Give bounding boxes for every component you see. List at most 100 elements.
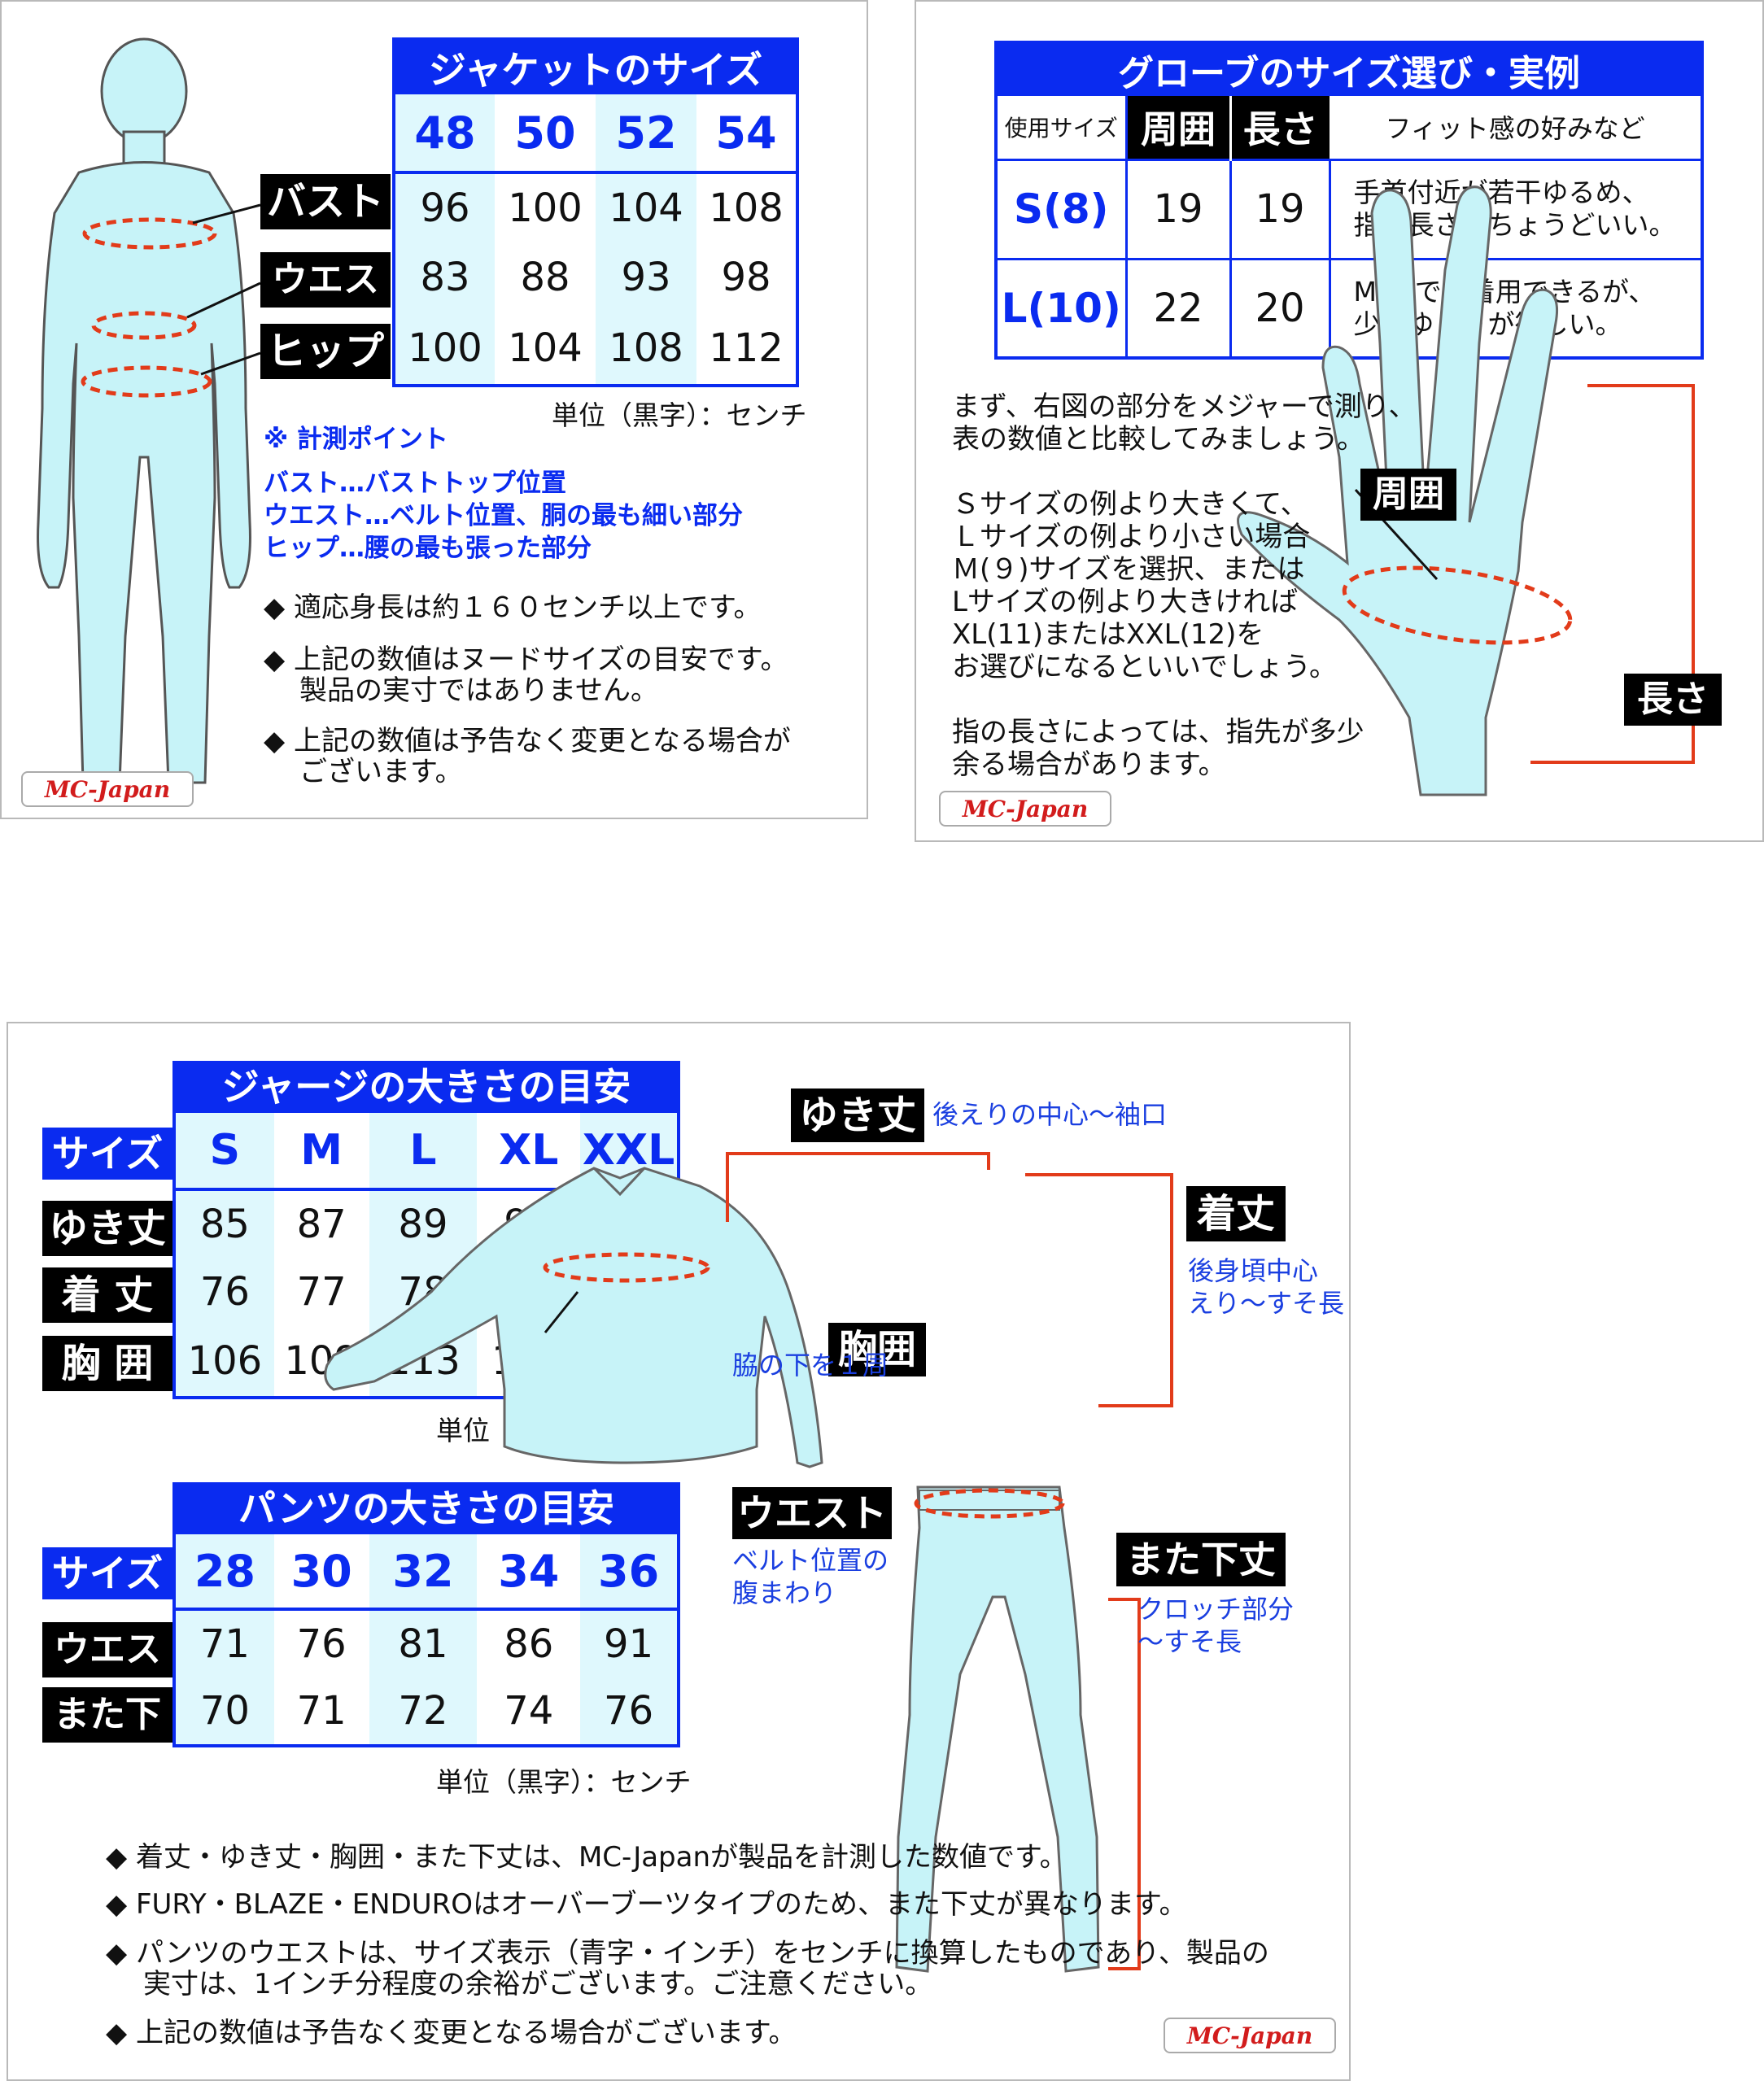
jacket-size-card: バスト ウエスト ヒップ ジャケットのサイズ 48 50 52 54 96 10…	[0, 0, 868, 819]
pants-cell: 91	[580, 1609, 679, 1677]
jacket-cell: 112	[709, 325, 784, 371]
jersey-cell: 77	[296, 1269, 347, 1315]
jacket-bullet-nude-size: ◆ 上記の数値はヌードサイズの目安です。	[264, 643, 788, 676]
glove-text-line: お選びになるといいでしょう。	[952, 651, 1337, 683]
glove-size-l: L(10)	[996, 259, 1128, 358]
pants-cell: 72	[369, 1677, 478, 1746]
jacket-bullet-change-cont: ございます。	[299, 756, 463, 788]
footer-bullet-measured: ◆ 着丈・ゆき丈・胸囲・また下丈は、MC-Japanが製品を計測した数値です。	[106, 1841, 1068, 1874]
pants-unit-note: 単位（黒字）：センチ	[436, 1766, 692, 1798]
mc-japan-logo: MC-Japan	[939, 791, 1111, 827]
logo-text: MC-Japan	[962, 796, 1089, 822]
jersey-table-title: ジャージの大きさの目安	[172, 1061, 680, 1113]
footer-bullet-waist-conversion: ◆ パンツのウエストは、サイズ表示（青字・インチ）をセンチに換算したものであり、…	[106, 1937, 1269, 1970]
jersey-cell: 85	[174, 1189, 274, 1258]
diagram-desc-line: ～すそ長	[1137, 1626, 1242, 1657]
logo-text: MC-Japan	[1186, 2022, 1313, 2049]
jacket-table-title: ジャケットのサイズ	[394, 39, 798, 94]
jacket-cell: 93	[596, 242, 696, 312]
measure-note-bust: バスト…バストトップ位置	[264, 469, 566, 498]
glove-text-gap	[952, 456, 1417, 488]
hand-label-circ: 周囲	[1360, 469, 1456, 521]
pants-cell: 76	[296, 1621, 347, 1667]
glove-instructions: まず、右図の部分をメジャーで測り、 表の数値と比較してみましょう。 Ｓサイズの例…	[952, 390, 1417, 781]
pants-table-title: パンツの大きさの目安	[172, 1482, 680, 1534]
measure-note-hip: ヒップ…腰の最も張った部分	[264, 534, 592, 563]
footer-bullet-waist-conversion-cont: 実寸は、1インチ分程度の余裕がございます。ご注意ください。	[143, 1968, 933, 2000]
glove-text-line: Ｌサイズの例より小さい場合	[952, 521, 1311, 553]
glove-cell-length: 19	[1230, 159, 1331, 259]
pants-size-32: 32	[369, 1534, 478, 1609]
jersey-pants-illustration	[324, 1152, 1173, 1973]
diagram-label-kyoui: 胸囲	[828, 1323, 926, 1376]
jersey-size-l: L	[369, 1113, 478, 1189]
glove-text-line: まず、右図の部分をメジャーで測り、	[952, 390, 1417, 423]
diagram-desc-line: 後身頃中心	[1188, 1255, 1319, 1286]
diagram-desc-yuki: 後えりの中心～袖口	[932, 1099, 1168, 1130]
glove-header-fit: フィット感の好みなど	[1385, 113, 1645, 145]
glove-size-s: S(8)	[996, 159, 1128, 259]
jersey-size-label: サイズ	[42, 1128, 172, 1180]
measure-note-waist: ウエスト…ベルト位置、胴の最も細い部分	[264, 501, 743, 530]
jersey-pants-card: ジャージの大きさの目安 サイズ ゆき丈 着 丈 胸 囲 S M L XL XXL…	[7, 1022, 1351, 2081]
diagram-desc-kyoui: 脇の下を１周	[732, 1350, 889, 1381]
diagram-desc-line: クロッチ部分	[1137, 1594, 1295, 1625]
pants-size-label: サイズ	[42, 1547, 172, 1599]
glove-text-line: XL(11)またはXXL(12)を	[952, 618, 1264, 651]
diagram-label-waist: ウエスト	[732, 1487, 892, 1539]
jacket-bullet-change: ◆ 上記の数値は予告なく変更となる場合が	[264, 725, 791, 757]
mc-japan-logo: MC-Japan	[1164, 2018, 1336, 2053]
jacket-size-table: ジャケットのサイズ 48 50 52 54 96 100 104 108 83 …	[392, 37, 800, 387]
hand-label-length: 長さ	[1624, 674, 1722, 726]
pants-cell: 74	[504, 1688, 554, 1734]
label-waist: ウエスト	[260, 252, 391, 356]
jersey-size-m: M	[300, 1126, 343, 1175]
footer-bullet-overboots: ◆ FURY・BLAZE・ENDUROはオーバーブーツタイプのため、また下丈が異…	[106, 1888, 1187, 1921]
jacket-bullet-nude-size-cont: 製品の実寸ではありません。	[299, 674, 658, 707]
logo-text: MC-Japan	[44, 776, 171, 803]
diagram-label-inseam: また下丈	[1116, 1533, 1286, 1586]
pants-cell: 76	[580, 1677, 679, 1746]
pants-cell: 70	[174, 1677, 274, 1746]
jacket-unit-note: 単位（黒字）：センチ	[552, 399, 807, 431]
jacket-size-52: 52	[596, 94, 696, 172]
pants-cell: 81	[369, 1609, 478, 1677]
jacket-size-50: 50	[514, 107, 576, 159]
label-bust: バスト	[260, 174, 391, 229]
jacket-cell: 108	[596, 312, 696, 386]
label-hip: ヒップ	[260, 324, 391, 379]
diagram-desc-line: えり～すそ長	[1188, 1288, 1345, 1319]
glove-size-table: グローブのサイズ選び・実例 使用サイズ 周囲 長さ フィット感の好みなど S(8…	[994, 41, 1705, 360]
jersey-cell: 106	[174, 1326, 274, 1398]
glove-text-line: 指の長さによっては、指先が多少	[952, 716, 1364, 748]
glove-text-line: 余る場合があります。	[952, 748, 1226, 781]
pants-label-inseam: また下丈	[42, 1687, 172, 1791]
glove-table-title: グローブのサイズ選び・実例	[996, 42, 1703, 96]
glove-cell-circ: 19	[1126, 159, 1232, 259]
pants-size-30: 30	[290, 1545, 352, 1597]
jersey-label-kitake: 着 丈	[42, 1267, 172, 1323]
jersey-cell: 89	[369, 1189, 478, 1258]
glove-text-line: Ｍ(９)サイズを選択、または	[952, 553, 1305, 586]
glove-header-length: 長さ	[1230, 96, 1330, 159]
jacket-bullet-height: ◆ 適応身長は約１６０センチ以上です。	[264, 591, 762, 624]
diagram-label-yuki: ゆき丈	[791, 1088, 924, 1142]
glove-cell-circ: 22	[1126, 259, 1232, 358]
jacket-cell: 88	[520, 255, 570, 300]
pants-size-34: 34	[498, 1545, 560, 1597]
diagram-desc-line: 腹まわり	[732, 1577, 837, 1608]
pants-cell: 86	[504, 1621, 554, 1667]
jersey-cell: 76	[174, 1258, 274, 1326]
pants-cell: 71	[296, 1688, 347, 1734]
jacket-cell: 108	[709, 185, 784, 231]
jersey-cell: 87	[296, 1202, 347, 1247]
diagram-desc-inseam: クロッチ部分 ～すそ長	[1137, 1593, 1294, 1658]
glove-text-line: Lサイズの例より大きければ	[952, 586, 1299, 618]
jacket-size-54: 54	[715, 107, 777, 159]
jersey-size-xl: XL	[499, 1126, 559, 1175]
jacket-cell: 100	[394, 312, 495, 386]
jacket-cell: 104	[508, 325, 583, 371]
jacket-cell: 83	[394, 242, 495, 312]
footer-bullet-change: ◆ 上記の数値は予告なく変更となる場合がございます。	[106, 2017, 797, 2049]
jacket-cell: 104	[596, 172, 696, 242]
